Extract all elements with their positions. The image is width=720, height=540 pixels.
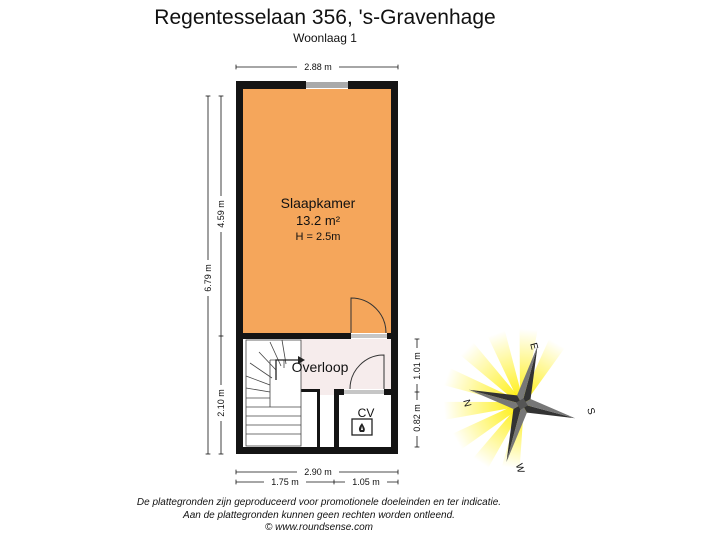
floorplan-structure: [236, 81, 398, 454]
compass-west: W: [513, 462, 526, 475]
page-title: Regentesselaan 356, 's-Gravenhage: [154, 6, 496, 29]
room-labels: Slaapkamer 13.2 m² H = 2.5m Overloop CV: [281, 195, 375, 420]
stair-steps: [245, 339, 302, 447]
dim-left-total: 6.79 m: [203, 264, 213, 292]
dim-top-width: 2.88 m: [304, 62, 332, 72]
dim-left-lower: 2.10 m: [216, 389, 226, 417]
bedroom-floor: [243, 89, 391, 333]
compass-north: N: [460, 398, 472, 408]
landing-name: Overloop: [292, 359, 349, 375]
dim-bottom-left: 1.75 m: [271, 477, 299, 487]
boiler-icon: [351, 418, 373, 436]
dim-bottom-right: 1.05 m: [352, 477, 380, 487]
compass-east: E: [527, 342, 539, 352]
landing-floor: [301, 339, 391, 395]
cv-door: [344, 354, 385, 395]
compass-icon: N E S W: [443, 328, 597, 475]
bedroom-door: [350, 297, 387, 339]
bedroom-area: 13.2 m²: [296, 213, 341, 228]
disclaimer: De plattegronden zijn geproduceerd voor …: [0, 497, 638, 535]
compass-south: S: [584, 407, 596, 417]
dim-bottom-total: 2.90 m: [304, 467, 332, 477]
floor-level: Woonlaag 1: [293, 31, 357, 45]
disclaimer-line-2: Aan de plattegronden kunnen geen rechten…: [183, 509, 455, 521]
bedroom-height: H = 2.5m: [296, 231, 341, 243]
dimension-labels: 2.88 m 2.90 m 1.75 m 1.05 m 6.79 m 4.59 …: [202, 61, 423, 488]
dim-right-lower: 0.82 m: [412, 404, 422, 432]
partition-wall-bedroom: [243, 333, 391, 339]
staircase: [243, 339, 301, 447]
disclaimer-line-1: De plattegronden zijn geproduceerd voor …: [136, 497, 502, 508]
cv-name: CV: [358, 406, 375, 420]
window: [306, 81, 348, 89]
bedroom-name: Slaapkamer: [281, 195, 356, 211]
dim-left-upper: 4.59 m: [216, 200, 226, 228]
stair-arrow-icon: [275, 356, 305, 380]
dim-right-upper: 1.01 m: [412, 352, 422, 380]
copyright: © www.roundsense.com: [265, 522, 373, 533]
